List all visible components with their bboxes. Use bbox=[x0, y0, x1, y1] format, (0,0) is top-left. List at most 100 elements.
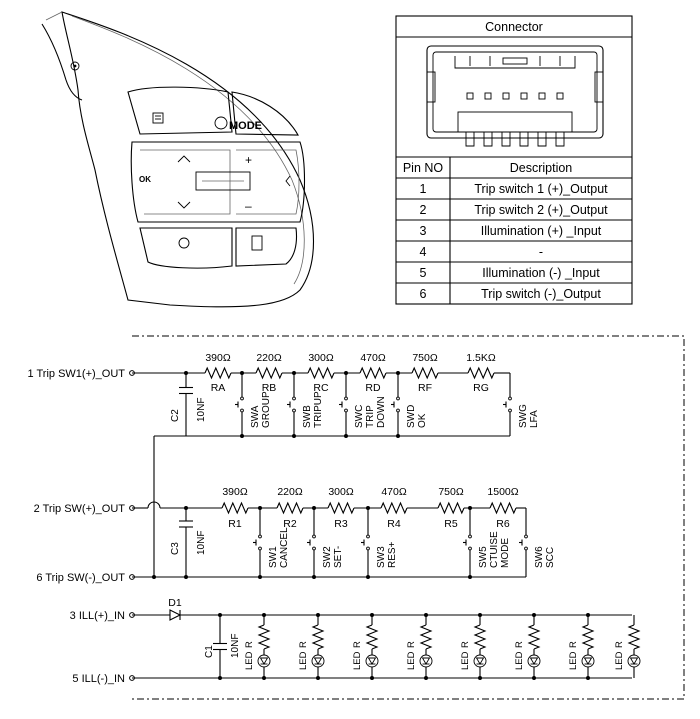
led-diode bbox=[629, 657, 639, 665]
switch-label-line: SCC bbox=[545, 547, 556, 568]
resistor-value: 390Ω bbox=[222, 486, 248, 498]
minus-icon[interactable]: – bbox=[245, 199, 252, 213]
switch-sw1[interactable] bbox=[253, 508, 262, 577]
switch-label-line: OK bbox=[417, 413, 428, 428]
group-button[interactable] bbox=[127, 86, 233, 135]
terminal-1-label: 1 Trip SW1(+)_OUT bbox=[28, 368, 126, 380]
switch-contact bbox=[258, 546, 262, 551]
junction-dot bbox=[344, 434, 348, 438]
resistor-rg bbox=[467, 366, 495, 380]
capacitor-c1 bbox=[213, 615, 227, 678]
cruise-icon bbox=[178, 237, 190, 249]
connector-pin bbox=[556, 92, 564, 100]
junction-dot bbox=[312, 575, 316, 579]
switch-label-line: MODE bbox=[500, 538, 511, 568]
resistor-label: R bbox=[460, 641, 471, 648]
c1-label-line: C1 bbox=[204, 645, 215, 658]
cancel-icon[interactable] bbox=[285, 175, 291, 187]
switch-contact bbox=[312, 546, 316, 551]
switch-label-line: TRIPUP bbox=[313, 391, 324, 428]
c3-label-line: C3 bbox=[170, 542, 181, 555]
switch-swg[interactable] bbox=[503, 373, 512, 436]
resistor-label: R bbox=[352, 641, 363, 648]
junction-dot bbox=[258, 575, 262, 579]
junction-dot bbox=[218, 613, 222, 617]
mode-button[interactable] bbox=[231, 91, 299, 136]
connector-terminal bbox=[465, 132, 475, 147]
wire-crossover bbox=[147, 501, 161, 509]
resistor-value: 390Ω bbox=[205, 352, 231, 364]
connector-terminal bbox=[555, 132, 565, 147]
led-branch: R LED bbox=[352, 613, 379, 680]
led-diode bbox=[421, 657, 431, 665]
resistor-label-line: R bbox=[568, 641, 579, 648]
switch-swd[interactable] bbox=[391, 373, 400, 436]
plus-icon[interactable]: + bbox=[245, 153, 252, 167]
switch-sw5[interactable] bbox=[463, 508, 472, 577]
led-label-line: LED bbox=[514, 651, 525, 670]
diode-d1 bbox=[169, 609, 182, 621]
led-label-line: LED bbox=[298, 651, 309, 670]
lane-icon bbox=[251, 235, 263, 251]
resistor-r1 bbox=[221, 501, 249, 515]
switch-swb[interactable] bbox=[287, 373, 296, 436]
led-diode bbox=[367, 657, 377, 665]
led-icon bbox=[581, 654, 595, 668]
pin-number: 3 bbox=[420, 224, 427, 238]
c3-label: C3 bbox=[170, 542, 181, 555]
switch-label-line: RES+ bbox=[387, 541, 398, 568]
resistor-label: R bbox=[244, 641, 255, 648]
junction-dot bbox=[218, 676, 222, 680]
up-arrow-icon[interactable] bbox=[177, 155, 191, 163]
switch-swc[interactable] bbox=[339, 373, 348, 436]
switch-sw6[interactable] bbox=[519, 508, 528, 577]
led-label-line: LED bbox=[244, 651, 255, 670]
led-label: LED bbox=[352, 651, 363, 670]
junction-dot bbox=[152, 575, 156, 579]
switch-swa[interactable] bbox=[235, 373, 244, 436]
resistor-value: 1.5KΩ bbox=[466, 352, 496, 364]
description-column-header: Description bbox=[510, 161, 573, 175]
led-branch: R LED bbox=[568, 613, 595, 680]
resistor-name: R3 bbox=[334, 518, 348, 530]
diode-label: D1 bbox=[168, 597, 182, 609]
switch-sw2[interactable] bbox=[307, 508, 316, 577]
switch-contact bbox=[468, 546, 472, 551]
led-label: LED bbox=[406, 651, 417, 670]
down-arrow-icon[interactable] bbox=[177, 201, 191, 209]
led-diode bbox=[583, 657, 593, 665]
resistor-r3 bbox=[327, 501, 355, 515]
resistor-value: 750Ω bbox=[438, 486, 464, 498]
c2-value-line: 10NF bbox=[196, 398, 207, 422]
switch-contact bbox=[312, 534, 316, 539]
lfa-button[interactable] bbox=[235, 227, 298, 267]
mode-label: MODE bbox=[229, 120, 262, 132]
schematic: 1 Trip SW1(+)_OUT 2 Trip SW(+)_OUT 6 Tri… bbox=[28, 335, 685, 700]
menu-icon bbox=[152, 112, 164, 124]
led-label: LED bbox=[460, 651, 471, 670]
ok-label[interactable]: OK bbox=[139, 175, 151, 184]
switch-label-line: TRIP bbox=[365, 405, 376, 428]
switch-label-line: SWC bbox=[354, 405, 365, 428]
led-label: LED bbox=[568, 651, 579, 670]
led-resistor bbox=[365, 624, 379, 650]
capacitor-c3 bbox=[179, 508, 193, 540]
resistor-name: RC bbox=[313, 382, 329, 394]
switch-sw3[interactable] bbox=[361, 508, 370, 577]
scc-button[interactable] bbox=[139, 227, 233, 269]
toggle-rocker[interactable] bbox=[195, 171, 251, 191]
switch-label-line: SW1 bbox=[268, 546, 279, 568]
resistor-value: 300Ω bbox=[308, 352, 334, 364]
switch-contact bbox=[468, 534, 472, 539]
junction-dot bbox=[366, 575, 370, 579]
pin-description: - bbox=[539, 245, 543, 259]
led-resistor bbox=[257, 624, 271, 650]
pin-number: 5 bbox=[420, 266, 427, 280]
resistor-rf bbox=[411, 366, 439, 380]
